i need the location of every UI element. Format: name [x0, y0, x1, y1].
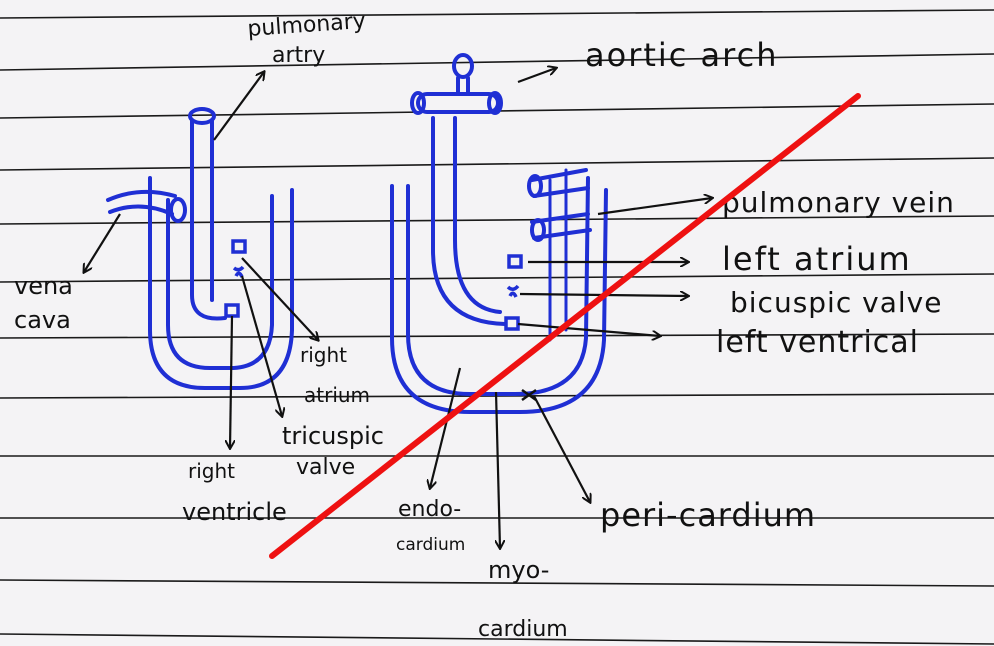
label-endocardium-2: cardium	[396, 535, 465, 555]
label-pericardium: peri-cardium	[600, 496, 816, 534]
label-aortic-arch: aortic arch	[585, 36, 778, 74]
label-bicuspid-valve: bicuspic valve	[730, 286, 942, 319]
label-right-atrium-2: atrium	[304, 383, 370, 407]
label-vena-cava-2: cava	[14, 306, 71, 334]
label-left-ventricle: left ventrical	[716, 325, 919, 360]
label-myocardium: myo-	[488, 556, 549, 584]
arrow-icon	[84, 68, 712, 548]
left-heart-drawing	[392, 55, 606, 412]
label-myocardium-2: cardium	[478, 617, 568, 642]
label-endocardium: endo-	[398, 497, 461, 522]
labels: pulmonary artry aortic arch pulmonary ve…	[14, 9, 955, 642]
label-tricuspid-valve: tricuspic	[282, 422, 384, 450]
valve-icon	[506, 256, 521, 329]
label-right-ventricle: right	[188, 459, 235, 483]
label-tricuspid-valve-2: valve	[296, 455, 355, 480]
label-pulmonary-artery-2: artry	[272, 43, 325, 68]
label-pulmonary-artery: pulmonary	[247, 9, 367, 42]
right-heart-drawing	[108, 109, 292, 388]
label-pulmonary-vein: pulmonary vein	[722, 186, 955, 219]
label-right-atrium: right	[300, 343, 347, 367]
label-vena-cava: vena	[14, 272, 73, 300]
label-right-ventricle-2: ventricle	[182, 498, 287, 526]
label-left-atrium: left atrium	[722, 240, 912, 278]
